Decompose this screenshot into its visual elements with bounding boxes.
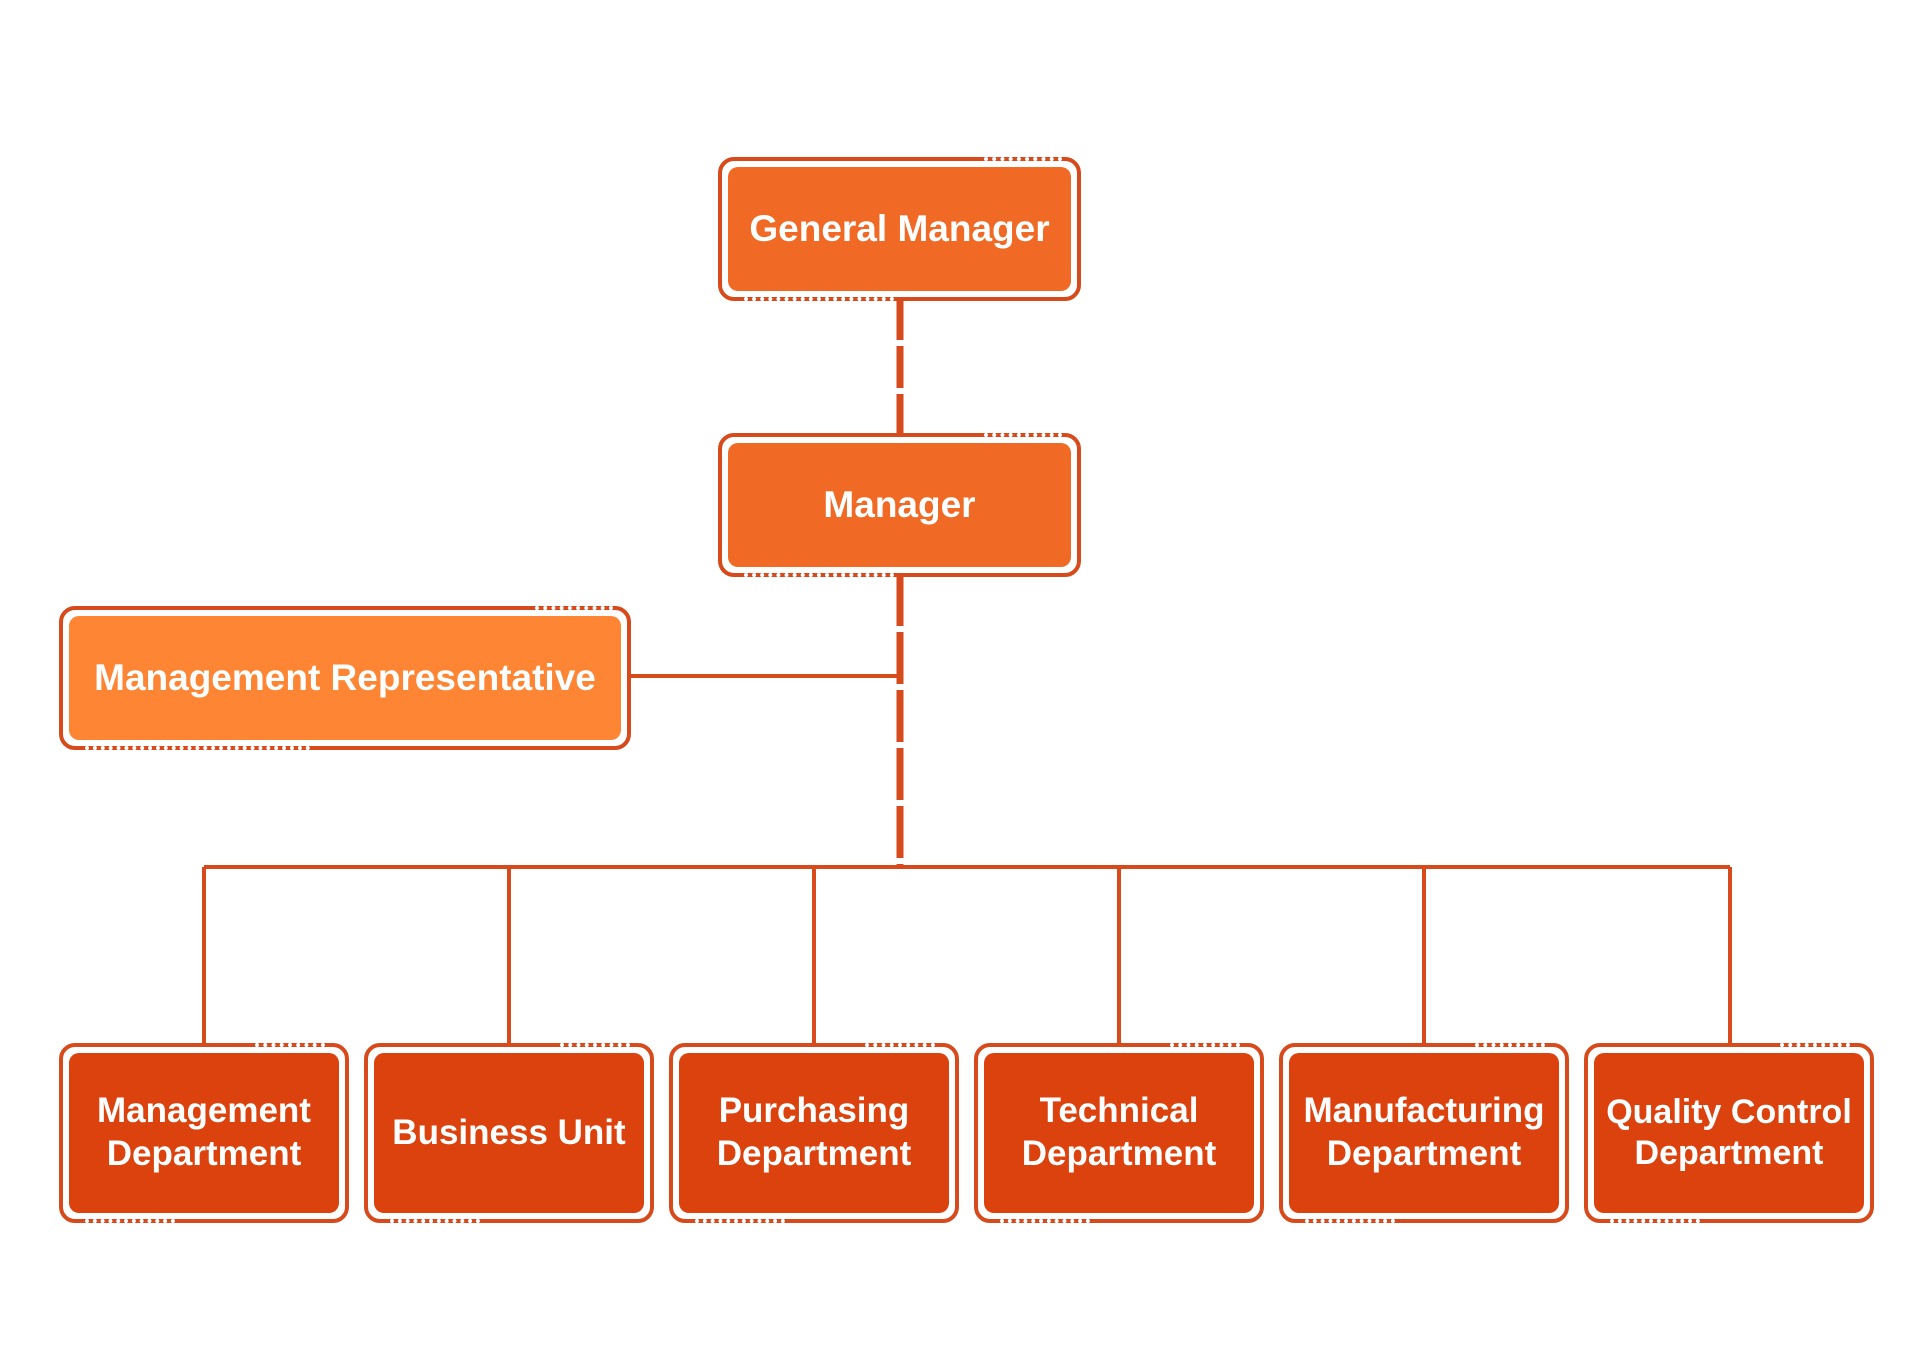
decorative-dots	[1780, 1043, 1850, 1047]
management-representative-box: Management Representative	[59, 606, 631, 750]
decorative-dots	[744, 297, 894, 301]
manufacturing-department-box: Manufacturing Department	[1279, 1043, 1569, 1223]
decorative-dots	[984, 157, 1062, 161]
management-representative-label: Management Representative	[94, 657, 596, 699]
purchasing-department-fill: Purchasing Department	[679, 1053, 949, 1213]
management-department-label: Management Department	[97, 1091, 311, 1173]
decorative-dots	[1610, 1219, 1700, 1223]
decorative-dots	[390, 1219, 480, 1223]
management-department-fill: Management Department	[69, 1053, 339, 1213]
manufacturing-department-fill: Manufacturing Department	[1289, 1053, 1559, 1213]
decorative-dots	[85, 1219, 175, 1223]
manufacturing-department-label: Manufacturing Department	[1303, 1091, 1545, 1173]
decorative-dots	[865, 1043, 935, 1047]
quality-control-department-box: Quality Control Department	[1584, 1043, 1874, 1223]
decorative-dots	[984, 433, 1062, 437]
decorative-dots	[1000, 1219, 1090, 1223]
purchasing-department-label: Purchasing Department	[716, 1091, 912, 1173]
business-unit-label: Business Unit	[392, 1112, 626, 1152]
decorative-dots	[695, 1219, 785, 1223]
technical-department-fill: Technical Department	[984, 1053, 1254, 1213]
purchasing-department-box: Purchasing Department	[669, 1043, 959, 1223]
decorative-dots	[1305, 1219, 1395, 1223]
decorative-dots	[560, 1043, 630, 1047]
decorative-dots	[1170, 1043, 1240, 1047]
decorative-dots	[255, 1043, 325, 1047]
decorative-dots	[535, 606, 613, 610]
manager-fill: Manager	[728, 443, 1071, 567]
decorative-dots	[85, 746, 310, 750]
management-department-box: Management Department	[59, 1043, 349, 1223]
business-unit-box: Business Unit	[364, 1043, 654, 1223]
quality-control-department-fill: Quality Control Department	[1594, 1053, 1864, 1213]
decorative-dots	[744, 573, 894, 577]
general-manager-fill: General Manager	[728, 167, 1071, 291]
decorative-dots	[1475, 1043, 1545, 1047]
manager-label: Manager	[823, 484, 976, 526]
manager-box: Manager	[718, 433, 1081, 577]
general-manager-box: General Manager	[718, 157, 1081, 301]
technical-department-box: Technical Department	[974, 1043, 1264, 1223]
business-unit-fill: Business Unit	[374, 1053, 644, 1213]
general-manager-label: General Manager	[749, 208, 1050, 250]
management-representative-fill: Management Representative	[69, 616, 621, 740]
quality-control-department-label: Quality Control Department	[1606, 1092, 1852, 1172]
technical-department-label: Technical Department	[1021, 1091, 1217, 1173]
